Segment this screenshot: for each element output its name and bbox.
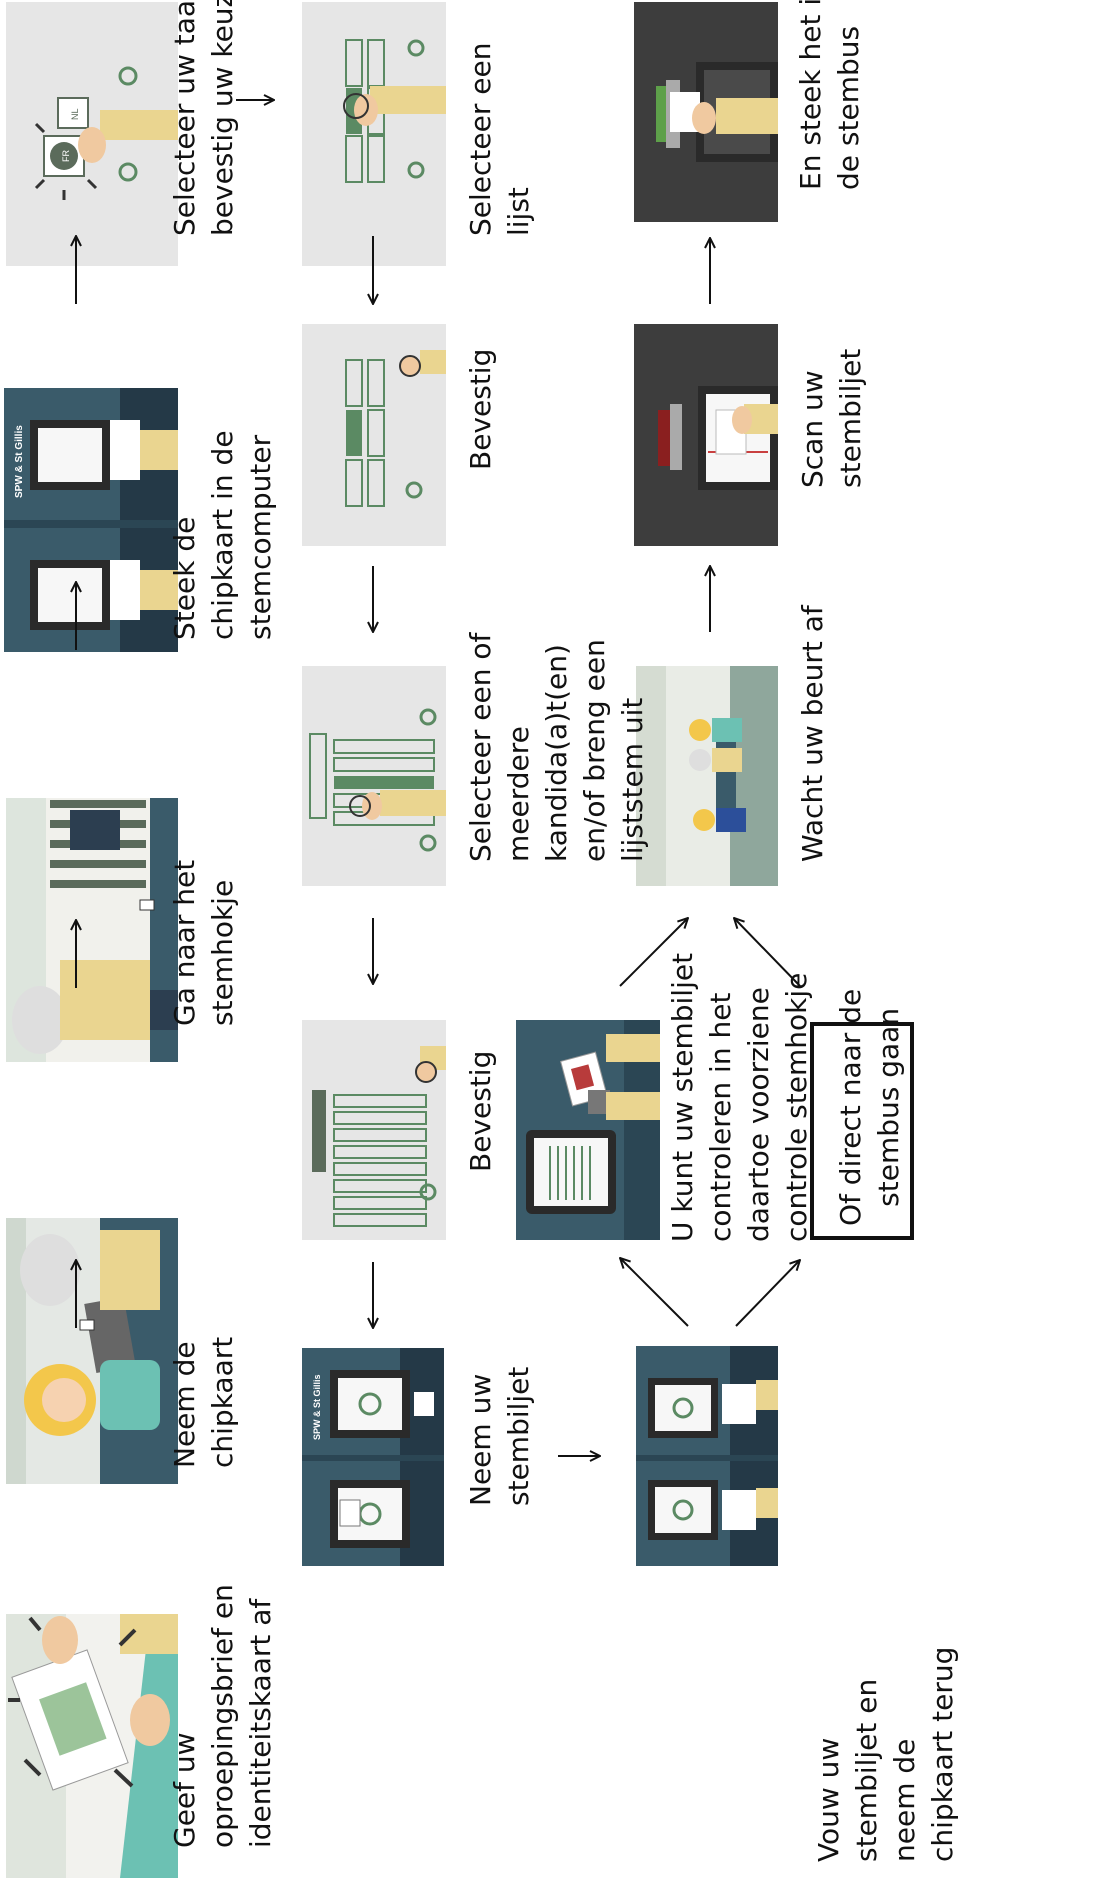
step-label-s14: Wacht uw beurt af bbox=[796, 605, 829, 862]
arrow-s13-s14 bbox=[734, 918, 801, 987]
panel-s5-select-language: NL FR bbox=[6, 2, 178, 266]
direct-to-ballot-box-frame bbox=[810, 1022, 914, 1240]
step-label-s10: Neem uw stembiljet bbox=[464, 1366, 535, 1506]
step-label-s4: Steek de chipkaart in de stemcomputer bbox=[168, 430, 277, 640]
panel-s15-scan-ballot bbox=[634, 324, 778, 546]
lang-fr-text: FR bbox=[61, 150, 71, 162]
step-label-s7: Bevestig bbox=[464, 348, 497, 470]
step-label-s11: Vouw uw stembiljet en neem de chipkaart … bbox=[812, 1646, 959, 1862]
step-label-s15: Scan uw stembiljet bbox=[796, 348, 867, 488]
panel-s4-insert-card: SPW & St Gillis bbox=[4, 388, 178, 652]
panel-s2-take-card bbox=[6, 1218, 178, 1484]
lang-nl-text: NL bbox=[70, 108, 80, 120]
panel-s12-check-ballot bbox=[516, 1020, 660, 1240]
step-label-s3: Ga naar het stemhokje bbox=[168, 859, 239, 1026]
panel-s3-go-to-booth bbox=[6, 798, 178, 1062]
panel-s7-confirm-list bbox=[302, 324, 446, 546]
step-label-s16: En steek het in de stembus bbox=[794, 0, 865, 190]
panel-s14-wait-turn bbox=[636, 666, 778, 886]
step-label-s8: Selecteer een of meerdere kandida(a)t(en… bbox=[464, 632, 649, 862]
panel-s6-select-list bbox=[302, 2, 446, 266]
step-label-s2: Neem de chipkaart bbox=[168, 1336, 239, 1468]
booth-sign-text-2: SPW & St Gillis bbox=[312, 1374, 322, 1440]
panel-s11-fold-ballot bbox=[636, 1346, 778, 1566]
booth-sign-text: SPW & St Gillis bbox=[14, 425, 25, 498]
panel-s16-ballot-box bbox=[634, 2, 778, 222]
step-label-s6: Selecteer een lijst bbox=[464, 42, 535, 236]
step-label-s12: U kunt uw stembiljet controleren in het … bbox=[666, 952, 813, 1242]
step-label-s13: Of direct naar de stembus gaan bbox=[834, 988, 905, 1226]
arrow-s11-s12 bbox=[620, 1258, 689, 1327]
step-label-s9: Bevestig bbox=[464, 1050, 497, 1172]
flow-arrows bbox=[76, 100, 800, 1456]
step-label-s1: Geef uw oproepingsbrief en identiteitska… bbox=[168, 1584, 277, 1848]
panel-s9-confirm-vote bbox=[302, 1020, 446, 1240]
panel-s8-select-candidates bbox=[302, 666, 446, 886]
arrow-s12-s14 bbox=[619, 918, 688, 987]
panel-s10-take-ballot: SPW & St Gillis bbox=[302, 1348, 444, 1566]
panel-s1-hand-over bbox=[6, 1614, 178, 1878]
arrow-s11-s13 bbox=[735, 1260, 800, 1327]
step-label-s5: Selecteer uw taal en bevestig uw keuze bbox=[168, 0, 239, 236]
